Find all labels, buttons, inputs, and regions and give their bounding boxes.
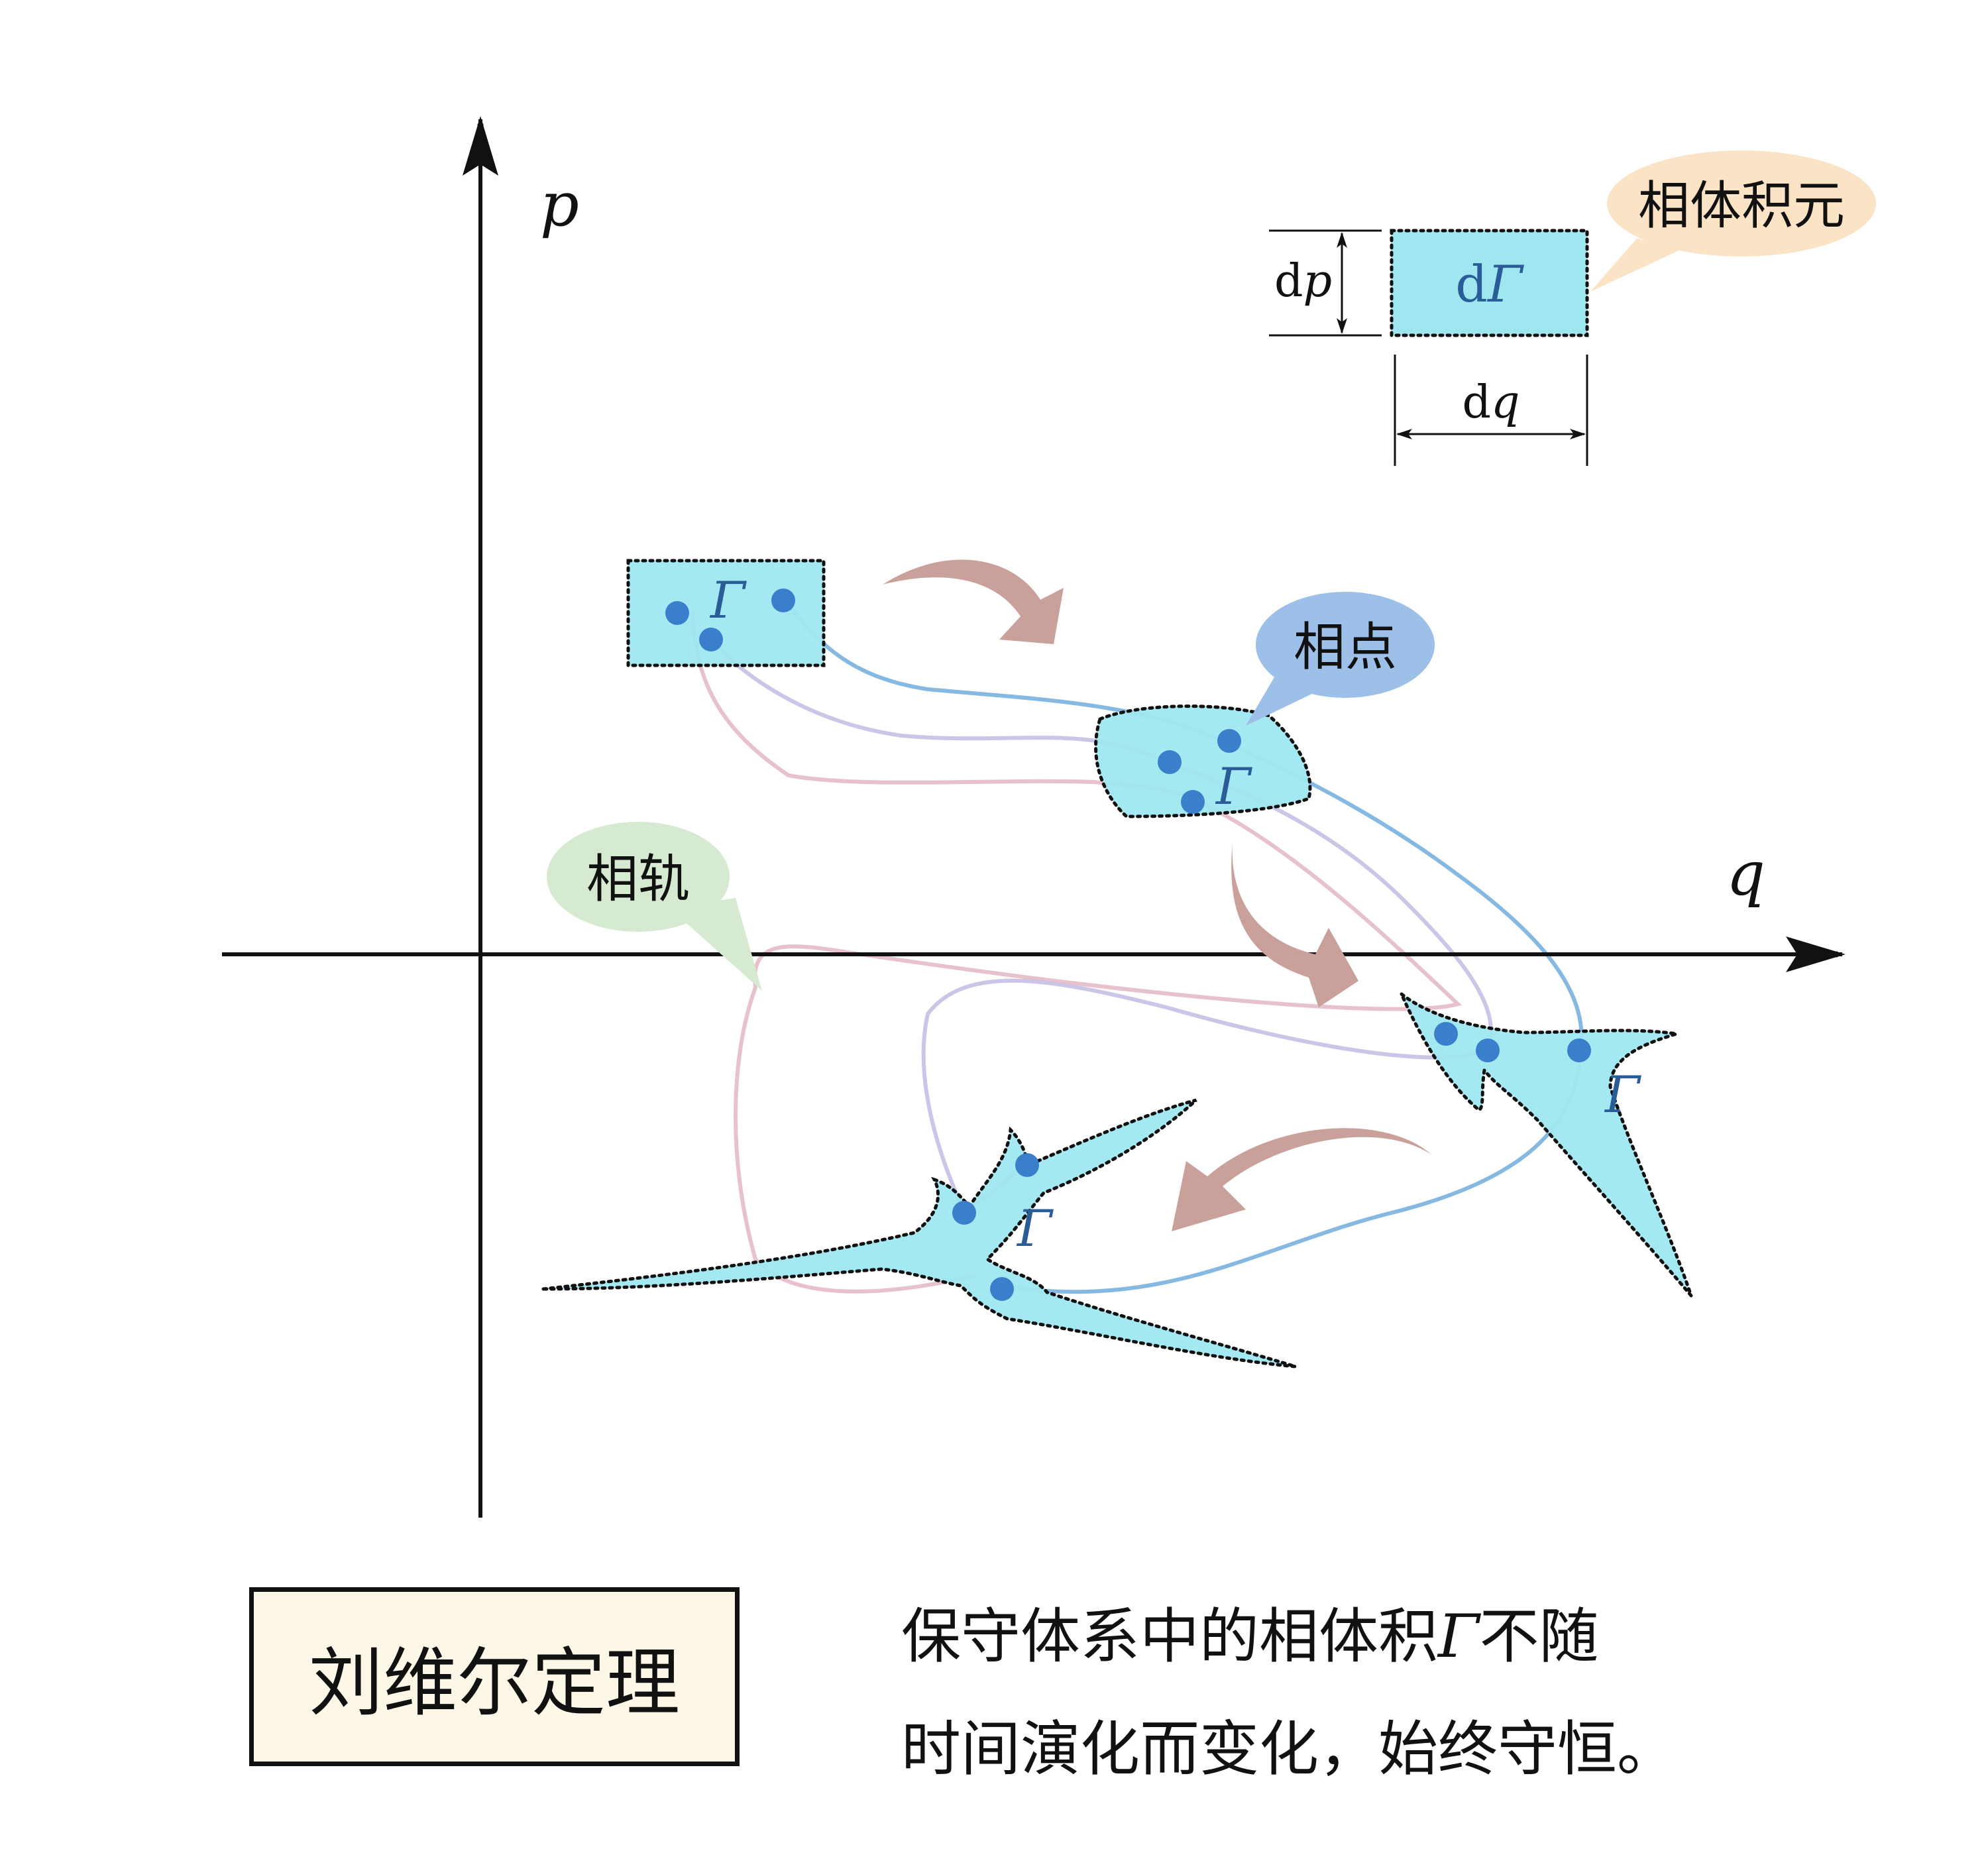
theorem-title: 刘维尔定理 xyxy=(309,1640,680,1726)
region-gamma-label: Γ xyxy=(709,571,747,630)
callout-tail xyxy=(669,898,762,991)
volume-element-box xyxy=(1390,229,1589,337)
region-initial xyxy=(626,559,826,667)
q-axis-arrowhead xyxy=(1786,936,1846,972)
callout-tail xyxy=(1590,239,1683,292)
p-axis-arrowhead xyxy=(463,116,498,176)
callout-phase-trajectory-text: 相轨 xyxy=(586,850,690,909)
region-gamma-label: Γ xyxy=(1215,757,1252,816)
callout-volume-element-text: 相体积元 xyxy=(1638,176,1845,236)
flow-arrows xyxy=(883,559,1431,1231)
theorem-title-box: 刘维尔定理 xyxy=(249,1587,740,1766)
volume-element-inset: dΓ dp dq xyxy=(1269,229,1589,466)
phase-trajectories xyxy=(690,598,1584,1294)
region-deformed-2 xyxy=(1400,993,1693,1297)
flow-arrow-3 xyxy=(1172,1128,1431,1231)
p-axis-label: p xyxy=(540,169,579,240)
flow-arrow-2 xyxy=(1231,842,1358,1007)
caption-line-1: 保守体系中的相体积Γ不随 xyxy=(901,1602,1599,1671)
region-gamma-label: Γ xyxy=(1016,1199,1054,1258)
region-gamma-label: Γ xyxy=(1604,1065,1641,1124)
callout-phase-trajectory: 相轨 xyxy=(547,822,762,991)
phase-point xyxy=(952,1201,976,1225)
trajectory-blue xyxy=(781,598,1584,1294)
dp-label: dp xyxy=(1274,255,1332,308)
q-axis-label: q xyxy=(1726,838,1765,909)
volume-element-label: dΓ xyxy=(1455,254,1524,313)
phase-point xyxy=(1015,1153,1039,1177)
coordinate-axes: p q xyxy=(222,116,1846,1518)
callout-phase-point-text: 相点 xyxy=(1294,618,1397,677)
phase-point xyxy=(990,1277,1014,1301)
trajectory-pink xyxy=(690,611,1462,1294)
region-deformed-3 xyxy=(543,1098,1296,1369)
phase-point xyxy=(1158,750,1182,774)
flow-arrow-1 xyxy=(883,559,1064,644)
phase-point xyxy=(665,601,689,625)
phase-point xyxy=(1181,790,1205,814)
callout-volume-element: 相体积元 xyxy=(1590,150,1876,292)
region-deformed-1 xyxy=(1094,704,1312,818)
dq-label: dq xyxy=(1462,376,1519,429)
phase-point xyxy=(699,628,723,651)
phase-point xyxy=(1567,1038,1591,1062)
phase-point xyxy=(1217,729,1241,753)
phase-regions xyxy=(543,559,1693,1369)
callout-bubble xyxy=(547,822,730,932)
theorem-caption: 保守体系中的相体积Γ不随 时间演化而变化，始终守恒。 xyxy=(901,1581,1829,1806)
callout-phase-point: 相点 xyxy=(1246,592,1435,726)
region-labels: Γ Γ Γ Γ xyxy=(709,571,1641,1258)
caption-line-2: 时间演化而变化，始终守恒。 xyxy=(901,1714,1677,1784)
callout-bubble xyxy=(1607,150,1876,256)
phase-point xyxy=(1476,1038,1500,1062)
phase-points xyxy=(665,588,1591,1301)
callout-bubble xyxy=(1256,592,1435,698)
phase-point xyxy=(771,588,795,612)
phase-point xyxy=(1434,1022,1458,1046)
